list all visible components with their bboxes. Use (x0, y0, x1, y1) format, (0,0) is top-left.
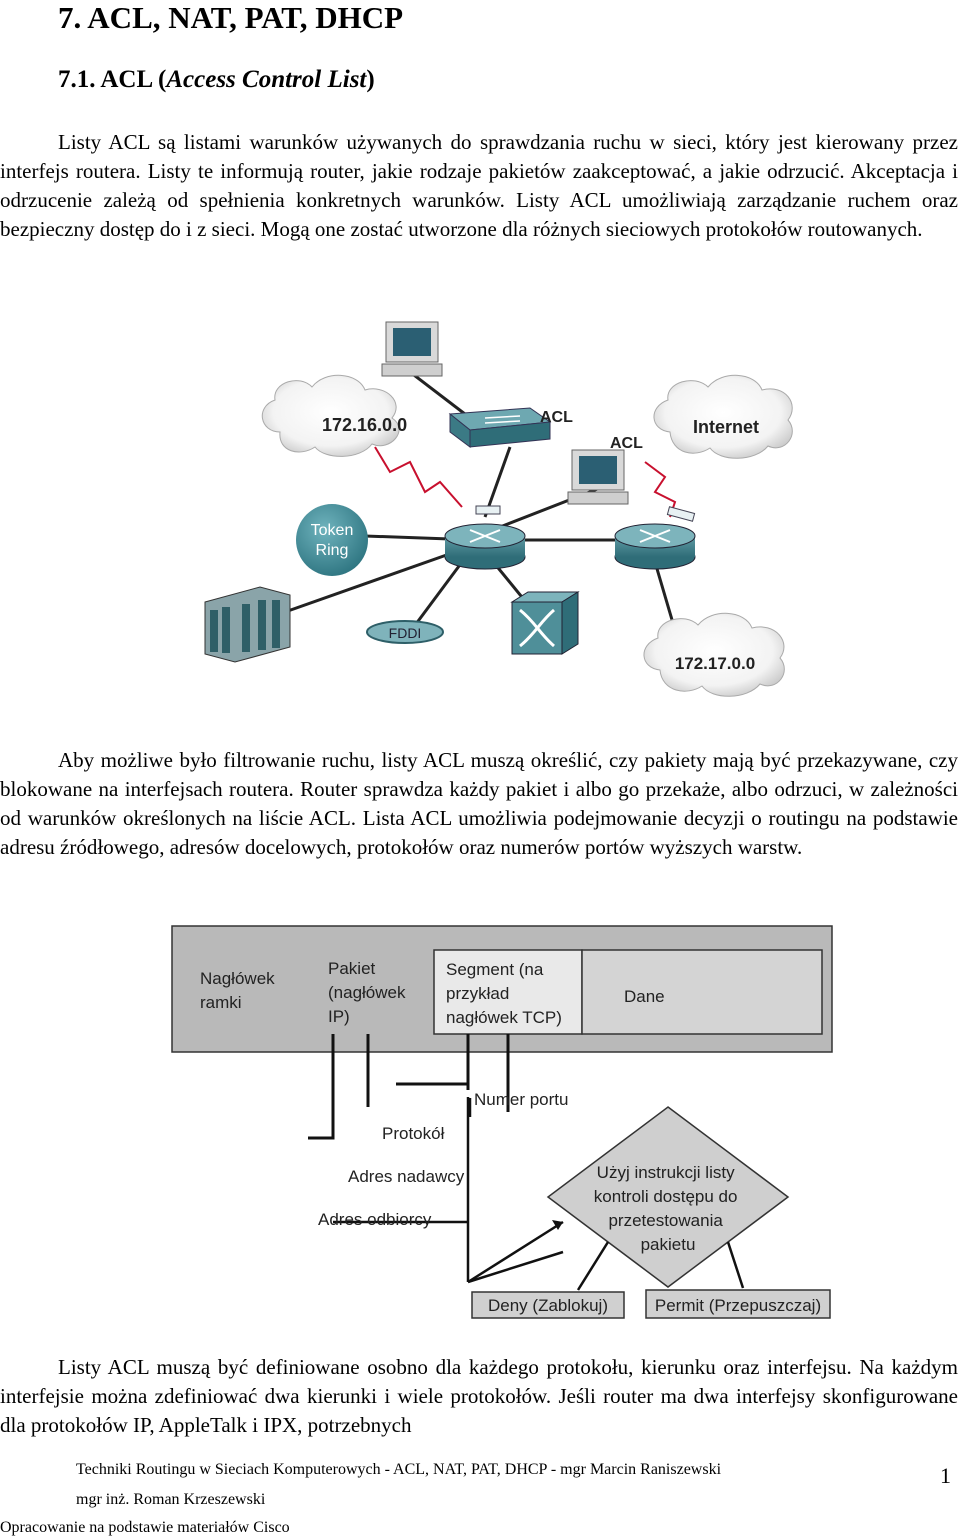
footer-title: Techniki Routingu w Sieciach Komputerowy… (76, 1461, 722, 1478)
computer-icon (567, 449, 629, 505)
server-icon (204, 586, 291, 663)
section-heading: 7.1. ACL (Access Control List) (58, 66, 375, 93)
cloud-172-17-label: 172.17.0.0 (675, 654, 755, 673)
flow-arrows (466, 1097, 564, 1284)
fddi-label: FDDI (389, 625, 422, 641)
permit-label: Permit (Przepuszczaj) (655, 1296, 821, 1315)
cloud-internet: Internet (653, 374, 793, 459)
page-heading: 7. ACL, NAT, PAT, DHCP (58, 0, 404, 35)
footer-source: Opracowanie na podstawie materiałów Cisc… (0, 1519, 290, 1536)
paragraph-filtering: Aby możliwe było filtrowanie ruchu, list… (0, 746, 958, 862)
atm-switch-icon (510, 591, 580, 655)
packet-label: Pakiet (nagłówek IP) (328, 959, 410, 1026)
port-number-label: Numer portu (474, 1090, 568, 1109)
permit-box (645, 1289, 831, 1319)
token-ring-icon: Token Ring (296, 504, 368, 576)
router-icon (444, 505, 526, 570)
deny-box (471, 1291, 625, 1319)
acl-flow-diagram: Nagłówek ramki Pakiet (nagłówek IP) Segm… (171, 925, 833, 1319)
switch-icon (448, 407, 552, 448)
segment-label: Segment (na przykład nagłówek TCP) (446, 960, 562, 1027)
source-address-label: Adres nadawcy (348, 1167, 465, 1186)
acl-label-1: ACL (540, 409, 573, 426)
footer-author: mgr inż. Roman Krzeszewski (76, 1491, 266, 1508)
cloud-internet-label: Internet (693, 417, 759, 437)
cloud-172-16-label: 172.16.0.0 (322, 415, 407, 435)
protocol-label: Protokół (382, 1124, 445, 1143)
data-label: Dane (624, 987, 665, 1006)
token-ring-label-2: Ring (316, 542, 349, 559)
paragraph-protocols: Listy ACL muszą być definiowane osobno d… (0, 1353, 958, 1440)
deny-label: Deny (Zablokuj) (488, 1296, 608, 1315)
cloud-172-16: 172.16.0.0 (261, 374, 407, 457)
token-ring-label-1: Token (311, 522, 354, 539)
computer-icon (381, 321, 443, 377)
paragraph-intro: Listy ACL są listami warunków używanych … (0, 128, 958, 244)
acl-label-2: ACL (610, 435, 643, 452)
paragraph-protocols-text: Listy ACL muszą być definiowane osobno d… (0, 1355, 958, 1437)
fddi-ring-icon: FDDI (366, 620, 444, 644)
data-box (581, 949, 823, 1035)
network-diagram: 172.16.0.0 Internet 172.17.0.0 ACL ACL (204, 321, 793, 697)
paragraph-filtering-text: Aby możliwe było filtrowanie ruchu, list… (0, 748, 958, 859)
router-icon (614, 506, 696, 570)
decision-label: Użyj instrukcji listy kontroli dostępu d… (594, 1163, 742, 1254)
destination-address-label: Adres odbiorcy (318, 1210, 432, 1229)
page-number: 1 (940, 1463, 951, 1488)
paragraph-intro-text: Listy ACL są listami warunków używanych … (0, 130, 958, 241)
frame-header-label: Nagłówek ramki (200, 969, 279, 1012)
cloud-172-17: 172.17.0.0 (643, 612, 785, 697)
